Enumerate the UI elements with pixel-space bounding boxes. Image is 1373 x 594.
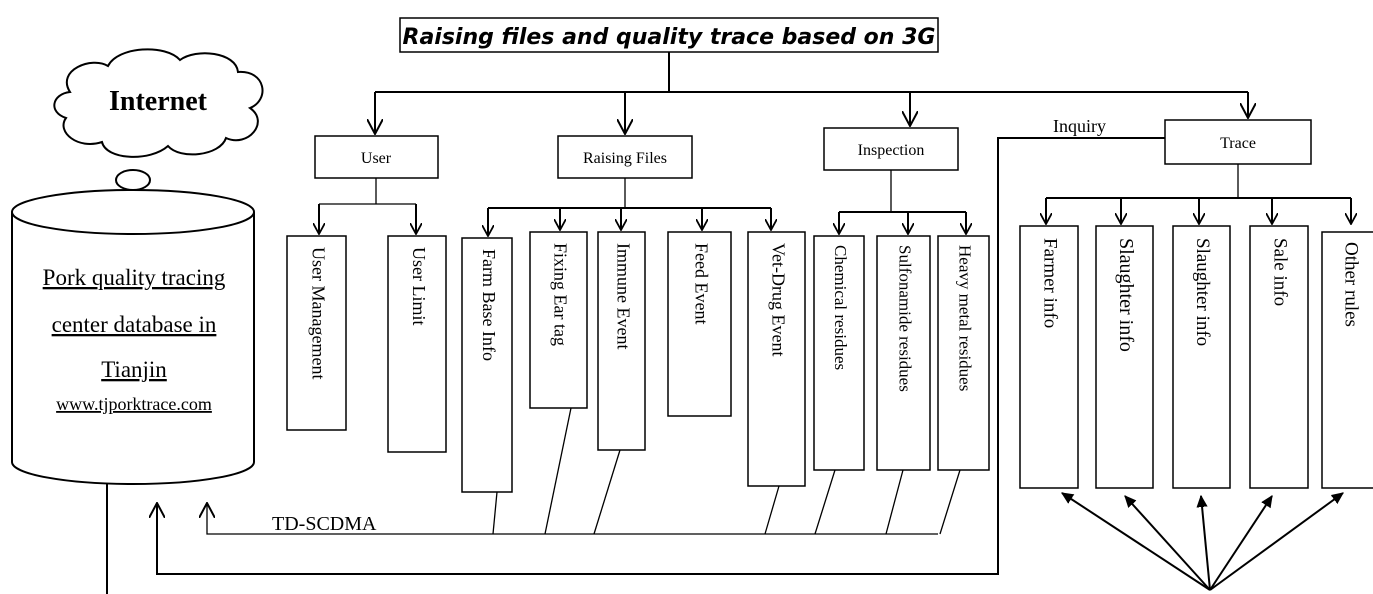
database-url: www.tjporktrace.com xyxy=(56,394,212,414)
trace-fan-arrows xyxy=(1062,492,1343,591)
trace-item: Farmer info xyxy=(1040,238,1061,328)
raising-item: Farm Base Info xyxy=(479,249,499,361)
diagram-title: Raising files and quality trace based on… xyxy=(403,25,936,50)
branch-connectors xyxy=(319,164,1351,236)
td-scdma-path: TD-SCDMA xyxy=(207,407,961,535)
trace-item: Sale info xyxy=(1270,238,1291,306)
inquiry-label: Inquiry xyxy=(1053,116,1106,136)
raising-item: Vet-Drug Event xyxy=(768,243,788,356)
user-item: User Limit xyxy=(409,247,429,326)
trace-item: Other rules xyxy=(1341,242,1362,327)
trace-item: Slaughter info xyxy=(1192,238,1213,346)
category-user: User xyxy=(314,135,439,179)
category-raising-files: Raising Files xyxy=(557,135,693,179)
trace-items: Farmer info Slaughter info Slaughter inf… xyxy=(1019,225,1373,489)
td-scdma-label: TD-SCDMA xyxy=(272,513,377,535)
category-raising-label: Raising Files xyxy=(583,150,667,167)
raising-items: Farm Base Info Fixing Ear tag Immune Eve… xyxy=(461,231,806,493)
category-trace-label: Trace xyxy=(1220,135,1256,152)
user-item: User Management xyxy=(308,247,328,379)
cloud-bubble xyxy=(115,169,151,191)
database-cylinder: Pork quality tracing center database in … xyxy=(11,189,255,594)
raising-item: Immune Event xyxy=(613,243,633,349)
internet-label: Internet xyxy=(109,86,208,117)
raising-item: Fixing Ear tag xyxy=(550,243,570,346)
inquiry-path: Inquiry xyxy=(157,116,1165,575)
trace-item: Slaughter info xyxy=(1115,238,1137,352)
category-trace: Trace xyxy=(1164,119,1312,165)
title-connectors xyxy=(375,52,1248,134)
database-line-2: center database in xyxy=(52,312,217,337)
inspection-items: Chemical residues Sulfonamide residues H… xyxy=(813,235,990,471)
inspection-item: Heavy metal residues xyxy=(956,245,975,391)
raising-item: Feed Event xyxy=(691,243,711,324)
database-line-1: Pork quality tracing xyxy=(43,265,226,290)
inspection-item: Chemical residues xyxy=(831,245,850,370)
category-user-label: User xyxy=(361,150,392,167)
title-box: Raising files and quality trace based on… xyxy=(399,17,939,53)
database-line-3: Tianjin xyxy=(101,357,167,382)
category-inspection: Inspection xyxy=(823,127,959,171)
category-inspection-label: Inspection xyxy=(858,142,925,159)
inspection-item: Sulfonamide residues xyxy=(896,245,915,392)
user-items: User Management User Limit xyxy=(286,235,447,453)
